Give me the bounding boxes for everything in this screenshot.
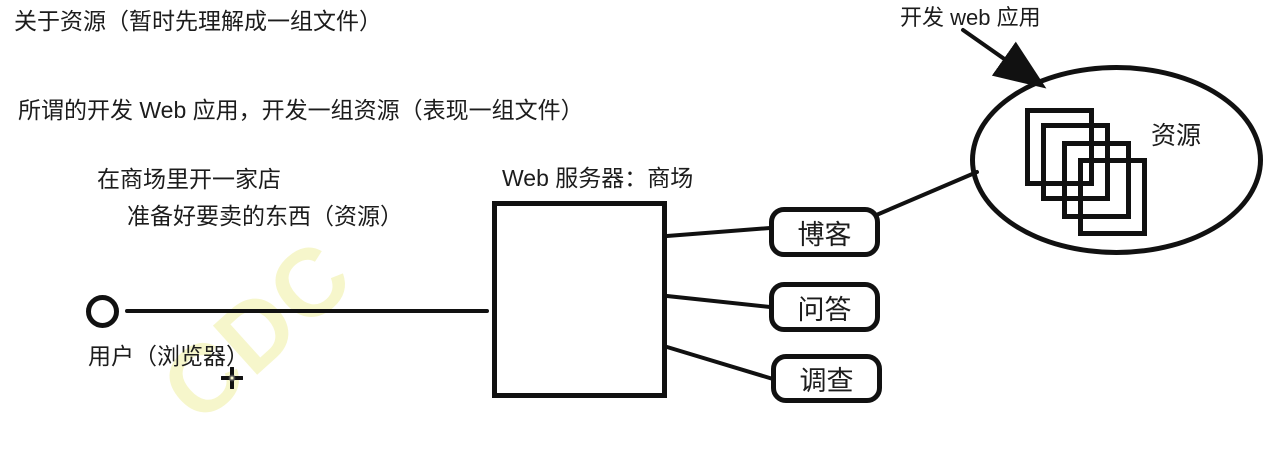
dev-arrow: [961, 28, 1047, 89]
note-subtitle: 所谓的开发 Web 应用，开发一组资源（表现一组文件）: [18, 97, 584, 123]
resources-label: 资源: [1151, 122, 1202, 150]
user-browser-circle: [86, 295, 119, 328]
app-box-survey: 调查: [771, 354, 882, 403]
crosshair-cursor-icon: [221, 367, 243, 389]
resource-file-icon: [1078, 158, 1147, 236]
dev-arrow-label: 开发 web 应用: [900, 5, 1041, 30]
note-title: 关于资源（暂时先理解成一组文件）: [14, 8, 382, 34]
app-box-survey-label: 调查: [799, 366, 854, 396]
resource-file-icon: [1062, 141, 1131, 219]
app-box-blog: 博客: [769, 207, 880, 257]
app-box-qa-label: 问答: [797, 294, 852, 325]
web-server-box: [492, 201, 667, 398]
resource-file-icon: [1025, 108, 1094, 186]
user-label: 用户（浏览器）: [88, 343, 249, 369]
connector-server-survey: [665, 345, 775, 381]
connector-blog-resources: [872, 170, 979, 218]
app-box-qa: 问答: [769, 282, 880, 332]
analogy-line-1: 在商场里开一家店: [97, 166, 281, 192]
server-label: Web 服务器：商场: [502, 165, 694, 191]
connector-server-blog: [665, 226, 772, 238]
analogy-line-2: 准备好要卖的东西（资源）: [127, 203, 403, 229]
resources-ellipse: [970, 65, 1263, 255]
connector-server-qa: [665, 294, 772, 309]
app-box-blog-label: 博客: [797, 219, 852, 250]
